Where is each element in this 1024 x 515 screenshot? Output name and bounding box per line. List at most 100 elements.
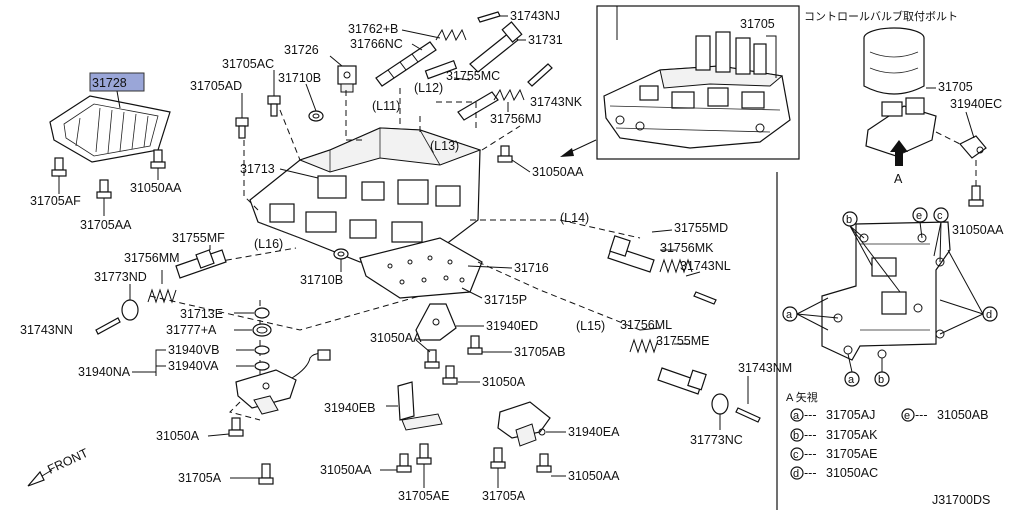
legend-31705AK[interactable]: 31705AK xyxy=(826,428,878,442)
label-inset-31705[interactable]: 31705 xyxy=(740,17,775,31)
bolt-31050AA-left[interactable] xyxy=(150,149,166,169)
view-A-valve-plate[interactable] xyxy=(821,221,951,361)
bracket-31940EA[interactable] xyxy=(497,401,551,447)
label-31773ND[interactable]: 31773ND xyxy=(94,270,147,284)
label-31940EA[interactable]: 31940EA xyxy=(568,425,620,439)
sensor-31726[interactable] xyxy=(337,65,357,93)
pin-31743NL[interactable] xyxy=(693,291,717,305)
label-31743NM[interactable]: 31743NM xyxy=(738,361,792,375)
label-31756MK[interactable]: 31756MK xyxy=(660,241,714,255)
legend-31705AJ[interactable]: 31705AJ xyxy=(826,408,875,422)
valve-31731[interactable] xyxy=(469,21,523,73)
valve-31762B[interactable] xyxy=(375,41,437,87)
label-31940EB[interactable]: 31940EB xyxy=(324,401,375,415)
label-31050AA-right-low[interactable]: 31050AA xyxy=(568,469,620,483)
label-31713E[interactable]: 31713E xyxy=(180,307,223,321)
label-31755MD[interactable]: 31755MD xyxy=(674,221,728,235)
label-31050AA-low[interactable]: 31050AA xyxy=(320,463,372,477)
spring-31756MK[interactable] xyxy=(659,258,693,274)
bolt-31705AE[interactable] xyxy=(416,443,432,465)
label-31766NC[interactable]: 31766NC xyxy=(350,37,403,51)
label-31705AB[interactable]: 31705AB xyxy=(514,345,565,359)
pin-31743NN[interactable] xyxy=(95,317,121,335)
bracket-31940EC[interactable] xyxy=(959,135,987,159)
bolt-31050AA-mid[interactable] xyxy=(424,349,440,369)
label-31705A-center[interactable]: 31705A xyxy=(482,489,526,503)
label-31940ED[interactable]: 31940ED xyxy=(486,319,538,333)
label-side-31705[interactable]: 31705 xyxy=(938,80,973,94)
plug-31773ND[interactable] xyxy=(121,299,139,321)
label-31756ML[interactable]: 31756ML xyxy=(620,318,672,332)
label-31715P[interactable]: 31715P xyxy=(484,293,527,307)
label-31050AA-left[interactable]: 31050AA xyxy=(130,181,182,195)
label-31762B[interactable]: 31762+B xyxy=(348,22,398,36)
label-31705AA[interactable]: 31705AA xyxy=(80,218,132,232)
label-31940VB[interactable]: 31940VB xyxy=(168,343,219,357)
spring-31756MM[interactable] xyxy=(147,288,177,304)
oil-strainer-31728[interactable] xyxy=(49,95,171,163)
spring-31756ML[interactable] xyxy=(629,338,659,354)
label-31940VA[interactable]: 31940VA xyxy=(168,359,219,373)
label-31755MC[interactable]: 31755MC xyxy=(446,69,500,83)
label-31777A[interactable]: 31777+A xyxy=(166,323,217,337)
bolt-31050AA-right-low[interactable] xyxy=(536,453,552,473)
label-31050AA-mid[interactable]: 31050AA xyxy=(370,331,422,345)
legend-31050AB[interactable]: 31050AB xyxy=(937,408,988,422)
control-valve-body-31713[interactable] xyxy=(249,127,482,263)
label-31743NL[interactable]: 31743NL xyxy=(680,259,731,273)
label-31743NJ[interactable]: 31743NJ xyxy=(510,9,560,23)
bolt-31050AA-low[interactable] xyxy=(396,453,412,473)
label-31705AD[interactable]: 31705AD xyxy=(190,79,242,93)
label-31050AA-center[interactable]: 31050AA xyxy=(532,165,584,179)
bolt-31050A-left[interactable] xyxy=(228,417,244,437)
label-31756MM[interactable]: 31756MM xyxy=(124,251,180,265)
label-31743NN[interactable]: 31743NN xyxy=(20,323,73,337)
bolt-31050AA-center[interactable] xyxy=(497,145,513,163)
label-31755ME[interactable]: 31755ME xyxy=(656,334,710,348)
valve-31755MC[interactable] xyxy=(424,59,499,121)
label-31728[interactable]: 31728 xyxy=(92,76,127,90)
label-31773NC[interactable]: 31773NC xyxy=(690,433,743,447)
washer-31710B-lower[interactable] xyxy=(333,248,349,260)
label-31731[interactable]: 31731 xyxy=(528,33,563,47)
bolt-31705A-center[interactable] xyxy=(490,447,506,469)
label-31713[interactable]: 31713 xyxy=(240,162,275,176)
washer-31710B-upper[interactable] xyxy=(308,110,324,122)
legend-31705AE[interactable]: 31705AE xyxy=(826,447,877,461)
valve-body-mini-31705[interactable] xyxy=(865,97,937,157)
filter-31777A[interactable] xyxy=(252,323,272,337)
bolt-31705AD[interactable] xyxy=(235,117,249,139)
label-side-31940EC[interactable]: 31940EC xyxy=(950,97,1002,111)
label-31756MJ[interactable]: 31756MJ xyxy=(490,112,541,126)
label-31050A-mid[interactable]: 31050A xyxy=(482,375,526,389)
bolt-31705AA-left[interactable] xyxy=(96,179,112,199)
spring-31762B[interactable] xyxy=(435,28,467,42)
label-31705AE[interactable]: 31705AE xyxy=(398,489,449,503)
solenoid-31940NA[interactable] xyxy=(235,349,331,415)
label-31710B-upper[interactable]: 31710B xyxy=(278,71,321,85)
label-31050A-left[interactable]: 31050A xyxy=(156,429,200,443)
oring-31940VB[interactable] xyxy=(254,345,270,355)
bolt-31705AB[interactable] xyxy=(467,335,483,355)
oring-31940VA[interactable] xyxy=(254,361,270,371)
bolt-31705AF[interactable] xyxy=(51,157,67,177)
label-31705A-left[interactable]: 31705A xyxy=(178,471,222,485)
label-31743NK[interactable]: 31743NK xyxy=(530,95,583,109)
legend-31050AC[interactable]: 31050AC xyxy=(826,466,878,480)
oring-31713E[interactable] xyxy=(254,307,270,319)
bolt-31050A-mid[interactable] xyxy=(442,365,458,385)
bracket-31940EB[interactable] xyxy=(397,381,443,431)
pin-31743NK[interactable] xyxy=(527,63,553,87)
bolt-side-31050AA[interactable] xyxy=(968,185,984,207)
label-31726[interactable]: 31726 xyxy=(284,43,319,57)
valve-31755MF[interactable] xyxy=(175,249,227,279)
label-side-31050AA[interactable]: 31050AA xyxy=(952,223,1004,237)
spring-31756MJ[interactable] xyxy=(493,88,525,102)
label-31710B-lower[interactable]: 31710B xyxy=(300,273,343,287)
label-31705AC[interactable]: 31705AC xyxy=(222,57,274,71)
pin-31743NJ[interactable] xyxy=(477,11,501,23)
label-31940NA[interactable]: 31940NA xyxy=(78,365,131,379)
valve-body-assembly-31705[interactable] xyxy=(603,31,791,149)
bracket-31940ED[interactable] xyxy=(415,303,457,341)
bolt-31705A-left[interactable] xyxy=(258,463,274,485)
